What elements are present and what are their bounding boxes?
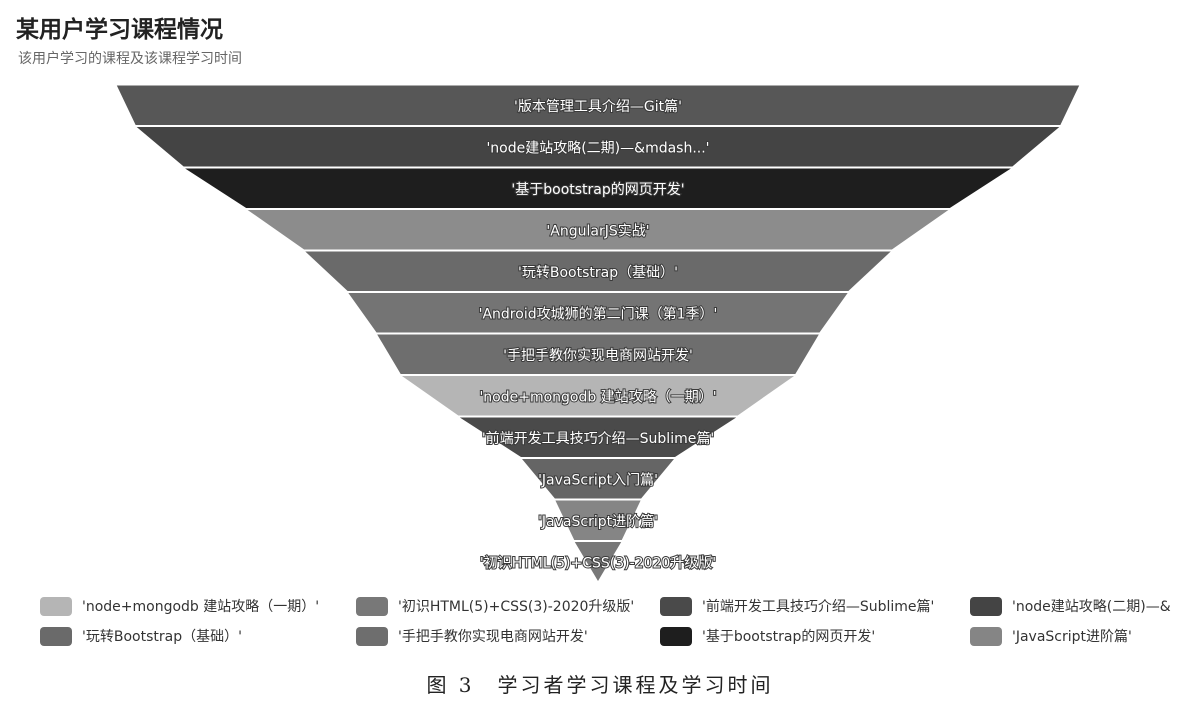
legend-item[interactable]: '玩转Bootstrap（基础）'	[40, 626, 242, 646]
legend-swatch	[356, 626, 388, 646]
legend-swatch	[660, 626, 692, 646]
funnel-segment	[302, 250, 894, 292]
legend-label: '前端开发工具技巧介绍—Sublime篇'	[702, 599, 935, 615]
funnel-segment-label: '玩转Bootstrap（基础）'	[518, 264, 678, 281]
funnel-segment-label: 'AngularJS实战'	[546, 223, 649, 239]
funnel-segment	[133, 126, 1063, 168]
legend-label: 'node+mongodb 建站攻略（一期）'	[82, 599, 320, 615]
legend-item[interactable]: '前端开发工具技巧介绍—Sublime篇'	[660, 596, 934, 616]
funnel-segment-label: '手把手教你实现电商网站开发'	[503, 348, 693, 364]
funnel-segment	[244, 209, 952, 251]
legend-label: '基于bootstrap的网页开发'	[702, 629, 876, 645]
funnel-segment	[375, 333, 821, 375]
funnel-segment	[553, 499, 643, 541]
legend-item[interactable]: '初识HTML(5)+CSS(3)-2020升级版'	[356, 596, 634, 616]
funnel-segment-label: 'node+mongodb 建站攻略（一期）'	[479, 389, 716, 405]
legend-swatch	[660, 596, 692, 616]
legend-item[interactable]: 'node+mongodb 建站攻略（一期）'	[40, 596, 319, 616]
chart-subtitle: 该用户学习的课程及该课程学习时间	[18, 51, 242, 67]
legend-item[interactable]: '基于bootstrap的网页开发'	[660, 626, 875, 646]
legend-swatch	[970, 626, 1002, 646]
legend-label: '玩转Bootstrap（基础）'	[82, 629, 242, 645]
funnel-segment	[346, 292, 850, 334]
legend-item[interactable]: 'JavaScript进阶篇'	[970, 626, 1132, 646]
funnel-segment-label: '版本管理工具介绍—Git篇'	[514, 99, 682, 115]
legend-label: '手把手教你实现电商网站开发'	[398, 629, 588, 645]
funnel-segment-label: 'JavaScript入门篇'	[538, 472, 658, 488]
funnel-segment	[519, 458, 677, 500]
funnel-segment-label: 'node建站攻略(二期)—&mdash...'	[486, 140, 709, 156]
legend-swatch	[356, 596, 388, 616]
funnel-segment-label: '前端开发工具技巧介绍—Sublime篇'	[482, 430, 714, 447]
chart-legend: 'node+mongodb 建站攻略（一期）' '初识HTML(5)+CSS(3)…	[40, 596, 1200, 656]
funnel-segment	[398, 375, 798, 417]
funnel-segment-label: 'JavaScript进阶篇'	[538, 514, 658, 530]
legend-label: 'node建站攻略(二期)—&	[1012, 599, 1171, 615]
legend-label: '初识HTML(5)+CSS(3)-2020升级版'	[398, 599, 635, 615]
funnel-segment-label: '初识HTML(5)+CSS(3)-2020升级版'	[480, 554, 716, 571]
legend-label: 'JavaScript进阶篇'	[1012, 629, 1132, 645]
chart-title: 某用户学习课程情况	[16, 17, 223, 43]
funnel-segment-label: '基于bootstrap的网页开发'	[511, 181, 684, 198]
funnel-chart: '版本管理工具介绍—Git篇' 'node建站攻略(二期)—&mdash...' '…	[115, 84, 1081, 583]
figure-caption: 图 3 学习者学习课程及学习时间	[426, 673, 774, 697]
funnel-segment-label: 'Android攻城狮的第二门课（第1季）'	[479, 305, 718, 322]
funnel-segment	[573, 541, 623, 583]
legend-item[interactable]: 'node建站攻略(二期)—&	[970, 596, 1171, 616]
funnel-segment	[115, 84, 1081, 126]
legend-swatch	[40, 626, 72, 646]
legend-swatch	[970, 596, 1002, 616]
legend-item[interactable]: '手把手教你实现电商网站开发'	[356, 626, 588, 646]
funnel-segment	[181, 167, 1015, 209]
legend-swatch	[40, 596, 72, 616]
funnel-segment	[456, 416, 740, 458]
